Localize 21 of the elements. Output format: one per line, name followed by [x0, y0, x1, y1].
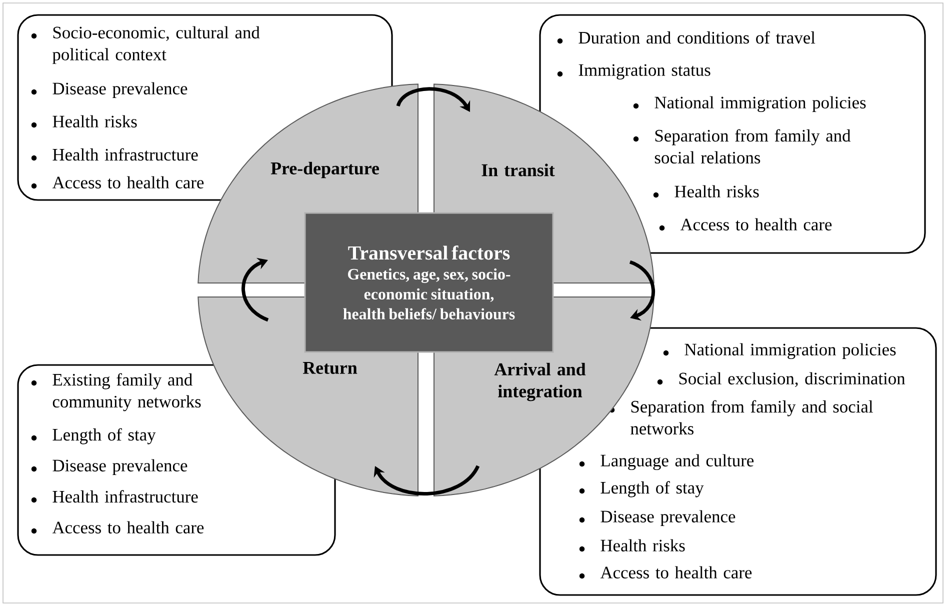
list-item: Immigration status: [578, 64, 710, 80]
list-item: Disease prevalence: [600, 510, 736, 526]
list-item: Disease prevalence: [52, 82, 188, 98]
center-box: Transversal factors Genetics, age, sex, socio-economic situation, health beliefs/ behaviours: [304, 212, 554, 353]
list-item: National immigration policies: [654, 96, 866, 112]
list-item: Separation from family and social relations: [654, 129, 851, 164]
list-item: Disease prevalence: [52, 459, 188, 475]
curved-arrow: [242, 258, 269, 322]
list-item: Health infrastructure: [52, 148, 198, 161]
list-item: Access to health care: [680, 218, 832, 230]
list-item: Health risks: [52, 115, 137, 128]
list-item: Health infrastructure: [52, 490, 198, 503]
list-item: Socio-economic, cultural and political context: [52, 26, 260, 64]
list-item: Health risks: [600, 539, 685, 552]
list-item: Length of stay: [52, 428, 156, 444]
list-item: Social exclusion, discrimination: [679, 372, 906, 387]
list-item: National immigration policies: [684, 343, 896, 360]
list-item: Health risks: [674, 185, 759, 198]
list-item: Access to health care: [600, 566, 752, 578]
list-item: Access to health care: [52, 521, 204, 534]
list-item: Duration and conditions of travel: [578, 31, 816, 44]
